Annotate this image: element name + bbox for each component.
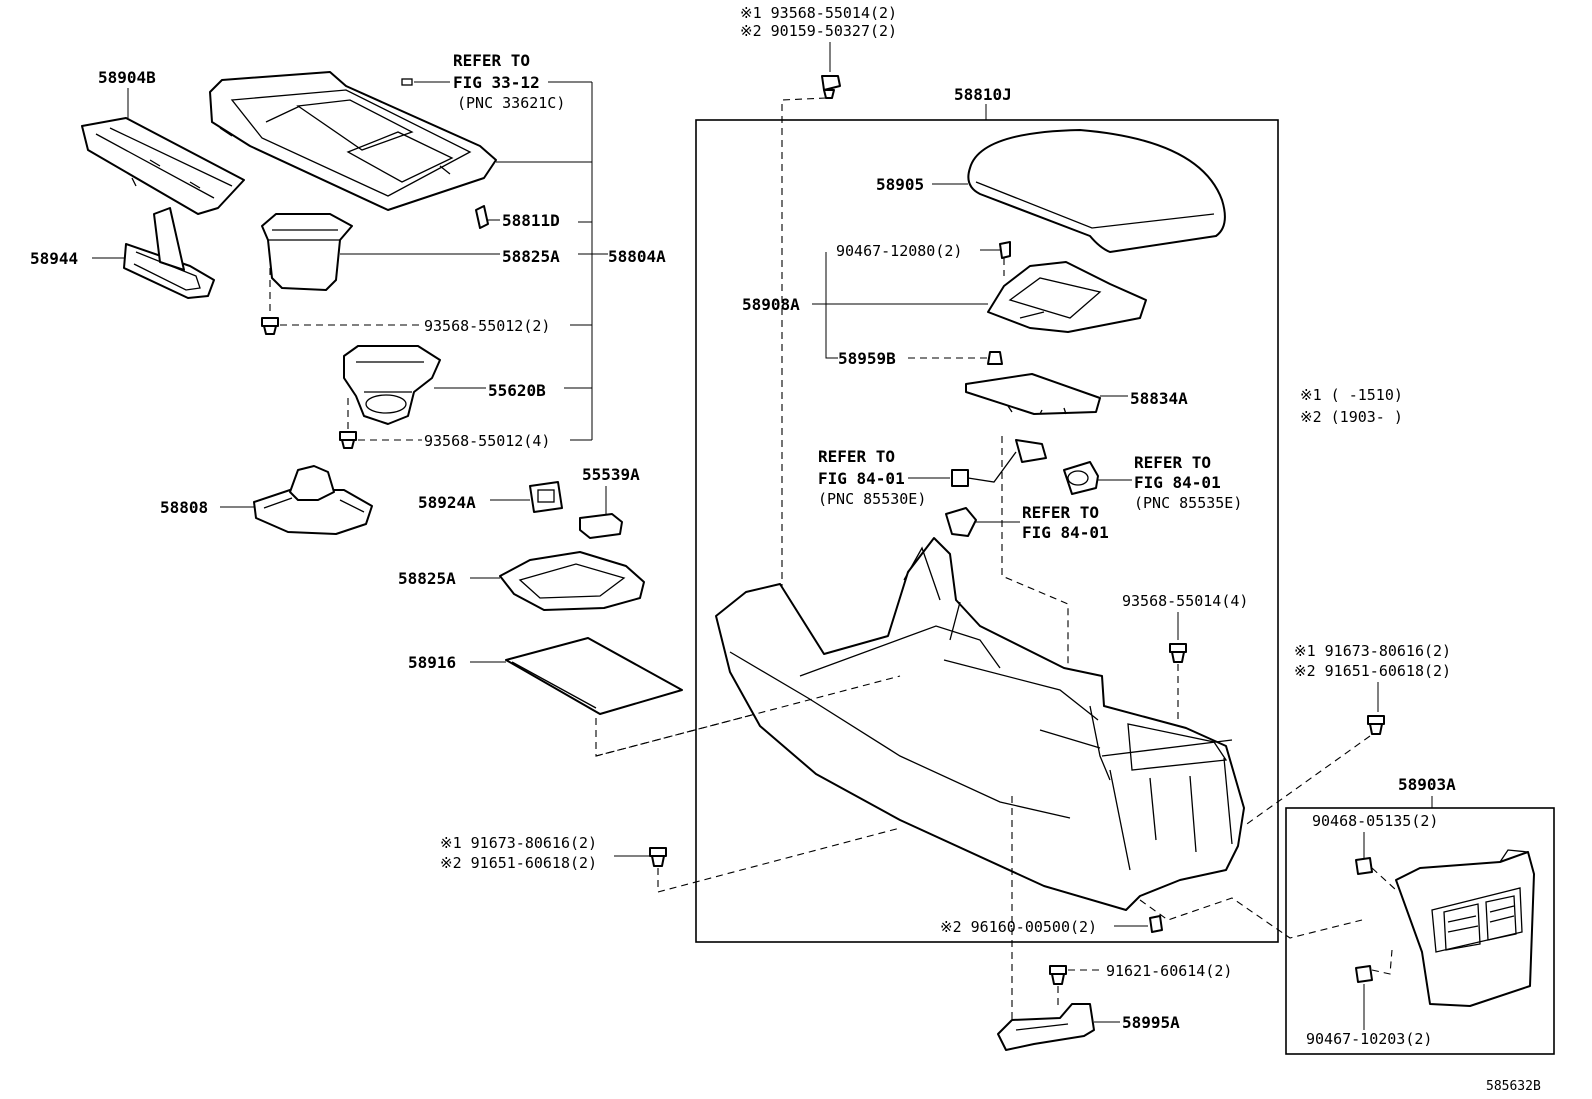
part-connector-84-01-c [945,507,977,537]
part-58995A-bracket [997,1003,1095,1051]
label-58825A-top: 58825A [502,247,560,266]
part-58825A-tray [499,551,645,611]
part-58825A-pocket [261,213,353,291]
clip-90468-icon [1355,857,1373,875]
label-93568-55014-4: 93568-55014(4) [1122,592,1248,610]
part-58904B-trim [81,117,245,215]
screw-93568-55012-2-icon [261,268,279,335]
refer-33-12-line2: FIG 33-12 [453,73,540,92]
group-frame-58810J [695,119,1279,943]
screw-right-91673-icon [1367,715,1385,735]
group-frame-58903A [1285,807,1555,1055]
part-58834A-pad [965,373,1101,415]
note2-top-90159-50327: ※2 90159-50327(2) [740,22,897,40]
label-90468-05135: 90468-05135(2) [1312,812,1438,830]
note1-right-91673-80616: ※1 91673-80616(2) [1294,642,1451,660]
refer-84-01-b-line2: FIG 84-01 [1134,473,1221,492]
label-58810J: 58810J [954,85,1012,104]
label-58804A: 58804A [608,247,666,266]
label-93568-55012-4: 93568-55012(4) [424,432,550,450]
part-58916-mat [505,637,683,715]
part-upper-panel [209,71,497,211]
figure-code: 585632B [1486,1079,1541,1094]
part-58959B-bumper [987,351,1003,365]
screw-top-center-icon [821,75,841,99]
part-socket-85535E [1063,461,1099,495]
part-55620B-cupholder [343,345,441,425]
label-58825A-bottom: 58825A [398,569,456,588]
legend-note1: ※1 ( -1510) [1300,386,1403,404]
part-58808-shift-boot [253,465,373,535]
refer-84-01-c-line1: REFER TO [1022,503,1099,522]
label-90467-10203: 90467-10203(2) [1306,1030,1432,1048]
label-58908A: 58908A [742,295,800,314]
note1-top-93568-55014: ※1 93568-55014(2) [740,4,897,22]
clip-90467-12080-icon [999,241,1011,259]
label-58808: 58808 [160,498,208,517]
label-91621-60614: 91621-60614(2) [1106,962,1232,980]
refer-84-01-a-line3: (PNC 85530E) [818,490,926,508]
refer-33-12-line3: (PNC 33621C) [457,94,565,112]
label-58904B: 58904B [98,68,156,87]
label-55539A: 55539A [582,465,640,484]
part-58811D-clip [475,205,489,229]
refer-84-01-a-line2: FIG 84-01 [818,469,905,488]
screw-left-91673-icon [649,847,667,867]
clip-90467-10203-icon [1355,965,1373,983]
part-power-socket-wire [951,439,1047,487]
label-58916: 58916 [408,653,456,672]
label-93568-55012-2: 93568-55012(2) [424,317,550,335]
note2-96160-00500: ※2 96160-00500(2) [940,918,1097,936]
screw-91621-icon [1049,965,1067,985]
label-58959B: 58959B [838,349,896,368]
part-58810J-console-body [715,537,1245,911]
label-90467-12080: 90467-12080(2) [836,242,962,260]
screw-93568-55012-4-icon [339,398,357,449]
label-58944: 58944 [30,249,78,268]
refer-84-01-a-line1: REFER TO [818,447,895,466]
label-58834A: 58834A [1130,389,1188,408]
note2-left-91651-60618: ※2 91651-60618(2) [440,854,597,872]
part-55539A [579,513,623,539]
part-58944-boot [123,207,215,299]
note1-left-91673-80616: ※1 91673-80616(2) [440,834,597,852]
label-58995A: 58995A [1122,1013,1180,1032]
part-58908A-hinge [987,261,1147,333]
refer-84-01-b-line1: REFER TO [1134,453,1211,472]
label-58903A: 58903A [1398,775,1456,794]
label-58905: 58905 [876,175,924,194]
legend-note2: ※2 (1903- ) [1300,408,1403,426]
refer-84-01-c-line2: FIG 84-01 [1022,523,1109,542]
label-55620B: 55620B [488,381,546,400]
label-58924A: 58924A [418,493,476,512]
part-58905-armrest [967,129,1226,253]
screw-93568-55014-4-icon [1169,643,1187,663]
refer-33-12-line1: REFER TO [453,51,530,70]
label-58811D: 58811D [502,211,560,230]
clip-96160-icon [1149,915,1163,933]
note2-right-91651-60618: ※2 91651-60618(2) [1294,662,1451,680]
part-58903A-rear-vent-panel [1395,849,1535,1007]
part-58924A-switch [529,481,563,513]
refer-84-01-b-line3: (PNC 85535E) [1134,494,1242,512]
